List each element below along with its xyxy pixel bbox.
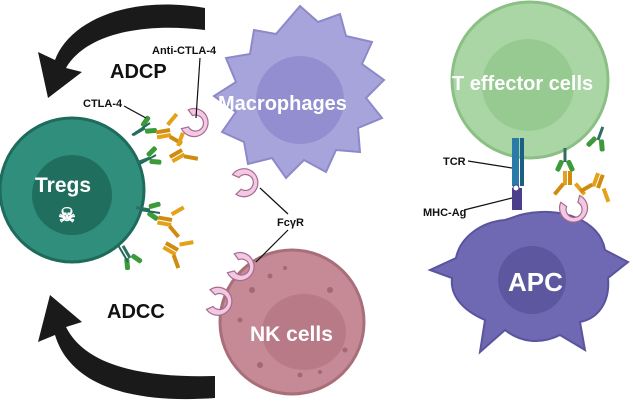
t-effector-nucleus	[482, 39, 574, 131]
mhc-ag-pointer	[463, 197, 513, 211]
receptor-stems	[117, 122, 161, 263]
adcp-curved-arrow-icon	[38, 4, 205, 99]
macrophages-label: Macrophages	[218, 93, 347, 115]
anti-ctla4-label: Anti-CTLA-4	[152, 45, 217, 57]
tcr-pointer	[467, 160, 513, 169]
macrophage-nucleus	[256, 56, 344, 144]
mhc-ag-label: MHC-Ag	[423, 207, 466, 219]
apc-nucleus	[498, 246, 566, 314]
skull-icon: ☠	[58, 205, 76, 227]
fcgr-pointer-top	[259, 187, 289, 215]
adcc-curved-arrow-icon	[38, 295, 215, 400]
t-effector-label: T effector cells	[452, 73, 593, 95]
ctla4-receptor-icon	[127, 113, 160, 144]
anti-ctla4-pointer	[195, 57, 201, 119]
adcc-label: ADCC	[107, 301, 165, 323]
ctla4-label: CTLA-4	[83, 98, 123, 110]
ctla4-pointer	[123, 105, 147, 119]
tregs-nucleus	[32, 155, 112, 235]
nk-granules	[237, 266, 348, 378]
nk-cells-label: NK cells	[250, 323, 333, 346]
adcp-label: ADCP	[110, 61, 167, 83]
tcr-label: TCR	[443, 156, 466, 168]
fcgr-pointer-bottom	[255, 229, 289, 263]
fcgr-label: FcγR	[277, 217, 304, 229]
tcr-mhc-complex	[512, 138, 524, 210]
tregs-label: Tregs	[35, 174, 91, 197]
nk-nucleus	[262, 294, 346, 370]
apc-label: APC	[508, 267, 563, 297]
antibody-icon	[155, 201, 186, 239]
fc-receptor-icon	[231, 165, 261, 199]
